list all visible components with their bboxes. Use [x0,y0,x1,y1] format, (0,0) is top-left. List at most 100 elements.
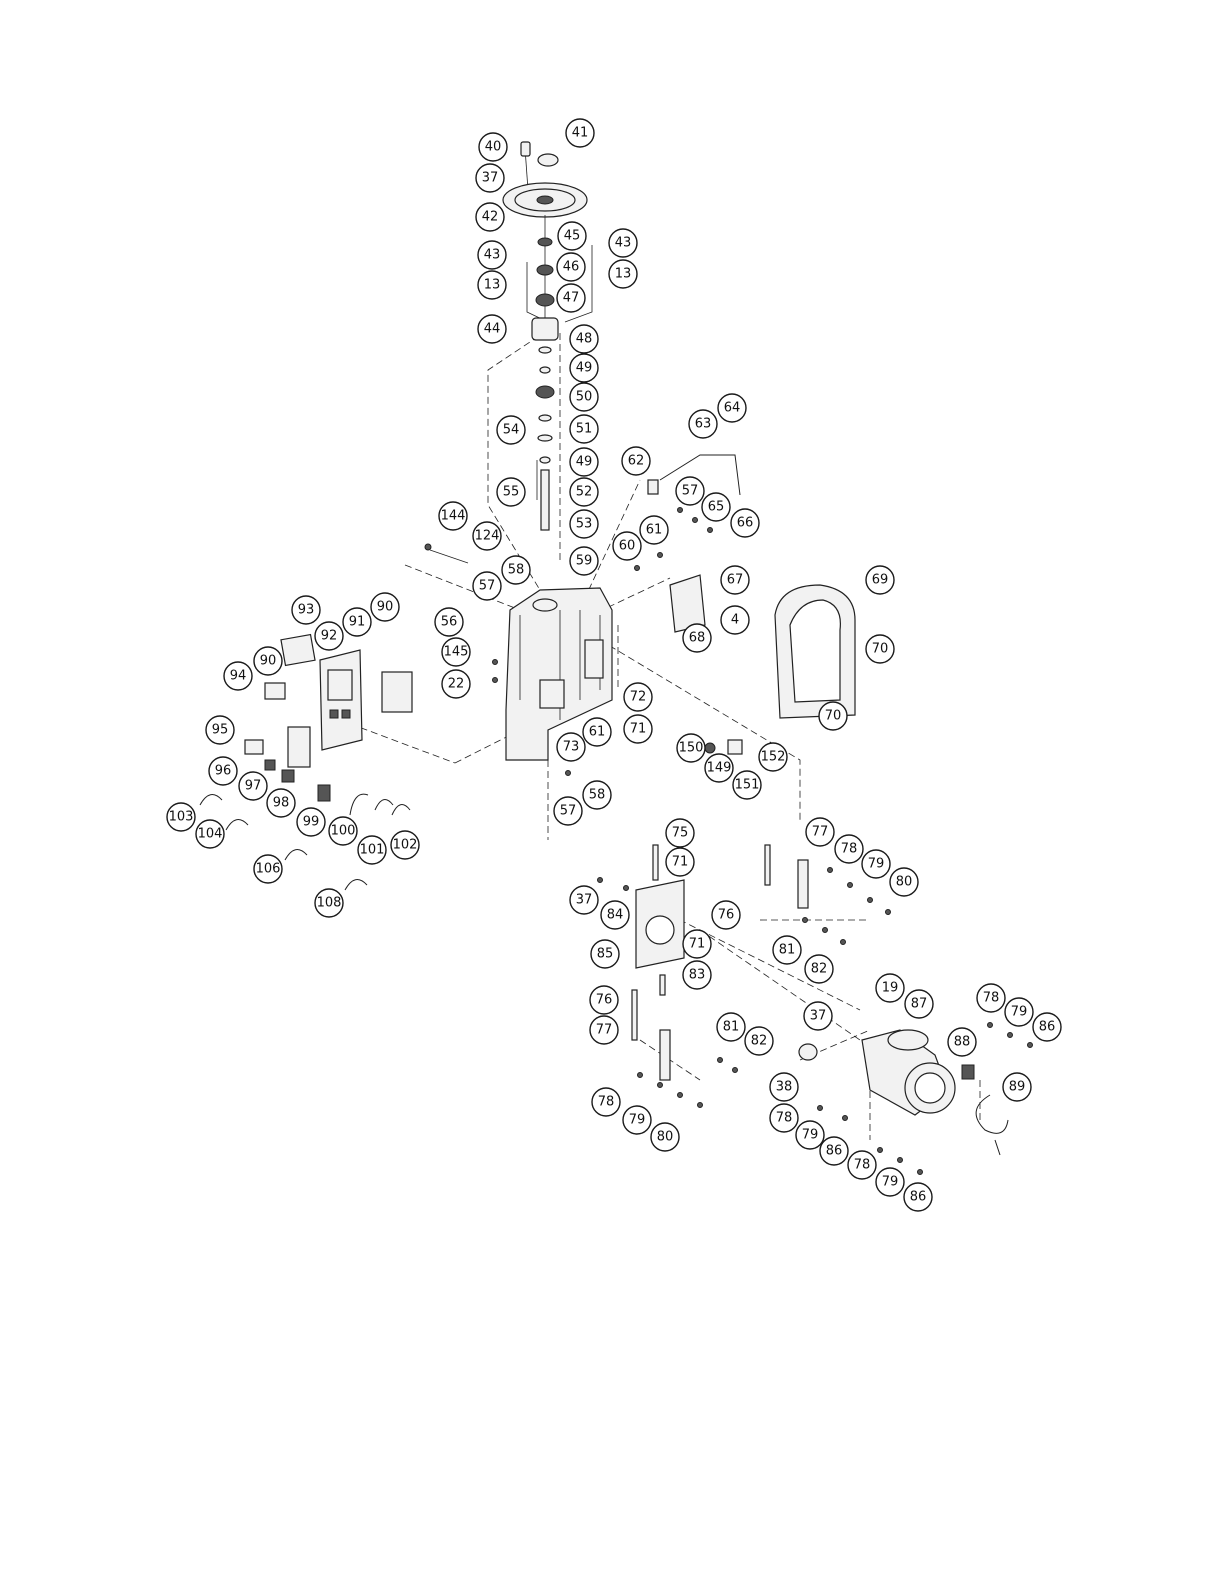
callout-circle [758,742,788,772]
callout-95: 95 [205,715,235,745]
callout-79: 79 [622,1105,652,1135]
callout-circle [665,847,695,877]
callout-number: 90 [377,600,394,615]
callout-61: 61 [639,515,669,545]
callout-number: 48 [576,332,593,347]
callout-circle [582,717,612,747]
callout-circle [477,270,507,300]
callout-number: 79 [882,1175,899,1190]
callout-number: 81 [779,943,796,958]
callout-circle [805,817,835,847]
callout-circle [496,415,526,445]
callout-number: 89 [1009,1080,1026,1095]
callout-87: 87 [904,989,934,1019]
callout-57: 57 [675,476,705,506]
callout-45: 45 [557,221,587,251]
callout-circle [769,1072,799,1102]
callout-94: 94 [223,661,253,691]
callout-78: 78 [834,834,864,864]
callout-77: 77 [805,817,835,847]
hardware-fasteners [424,507,1033,1175]
callout-103: 103 [166,802,196,832]
callout-number: 72 [630,690,647,705]
callout-49: 49 [569,353,599,383]
callout-number: 90 [260,654,277,669]
callout-circle [704,753,734,783]
callout-circle [556,252,586,282]
callout-circle [769,1103,799,1133]
callout-number: 43 [484,248,501,263]
callout-circle [847,1150,877,1180]
callout-number: 59 [576,554,593,569]
callout-79: 79 [861,849,891,879]
callout-number: 38 [776,1080,793,1095]
callout-46: 46 [556,252,586,282]
callout-number: 37 [576,893,593,908]
callout-circle [947,1027,977,1057]
callout-circle [238,771,268,801]
callout-number: 145 [444,645,469,660]
callout-number: 19 [882,981,899,996]
callout-circle [569,353,599,383]
callout-number: 79 [802,1128,819,1143]
callout-number: 43 [615,236,632,251]
callout-100: 100 [328,816,358,846]
callout-circle [834,834,864,864]
callout-circle [720,605,750,635]
callout-number: 70 [825,709,842,724]
callout-number: 42 [482,210,499,225]
callout-48: 48 [569,324,599,354]
callout-circle [496,477,526,507]
right-side-brackets [647,454,856,755]
callout-circle [676,733,706,763]
callout-58: 58 [582,780,612,810]
callout-number: 61 [646,523,663,538]
callout-circle [688,409,718,439]
callout-57: 57 [553,796,583,826]
callout-number: 106 [256,862,281,877]
callout-69: 69 [865,565,895,595]
callout-81: 81 [716,1012,746,1042]
callout-number: 13 [615,267,632,282]
callout-circle [253,854,283,884]
callout-79: 79 [1004,997,1034,1027]
callout-circle [328,816,358,846]
callout-circle [569,477,599,507]
callout-53: 53 [569,509,599,539]
callout-number: 79 [868,857,885,872]
callout-circle [795,1120,825,1150]
callout-number: 149 [707,761,732,776]
callout-108: 108 [314,888,344,918]
callout-78: 78 [769,1103,799,1133]
callout-circle [472,521,502,551]
callout-104: 104 [195,819,225,849]
callout-61: 61 [582,717,612,747]
callout-68: 68 [682,623,712,653]
column-frame [505,587,613,761]
callout-85: 85 [590,939,620,969]
callout-43: 43 [477,240,507,270]
callout-13: 13 [477,270,507,300]
callout-number: 54 [503,423,520,438]
callout-149: 149 [704,753,734,783]
callout-circle [441,637,471,667]
callout-number: 78 [776,1111,793,1126]
callout-number: 67 [727,573,744,588]
callout-circle [875,973,905,1003]
callout-72: 72 [623,682,653,712]
callout-circle [478,132,508,162]
callout-52: 52 [569,477,599,507]
callout-97: 97 [238,771,268,801]
callout-circle [569,509,599,539]
callout-number: 41 [572,126,589,141]
callout-number: 63 [695,417,712,432]
callout-number: 47 [563,291,580,306]
callout-73: 73 [556,732,586,762]
callout-number: 150 [679,741,704,756]
motor-mount-plates [631,844,809,1081]
callout-40: 40 [478,132,508,162]
callout-70: 70 [865,634,895,664]
callout-number: 77 [596,1023,613,1038]
